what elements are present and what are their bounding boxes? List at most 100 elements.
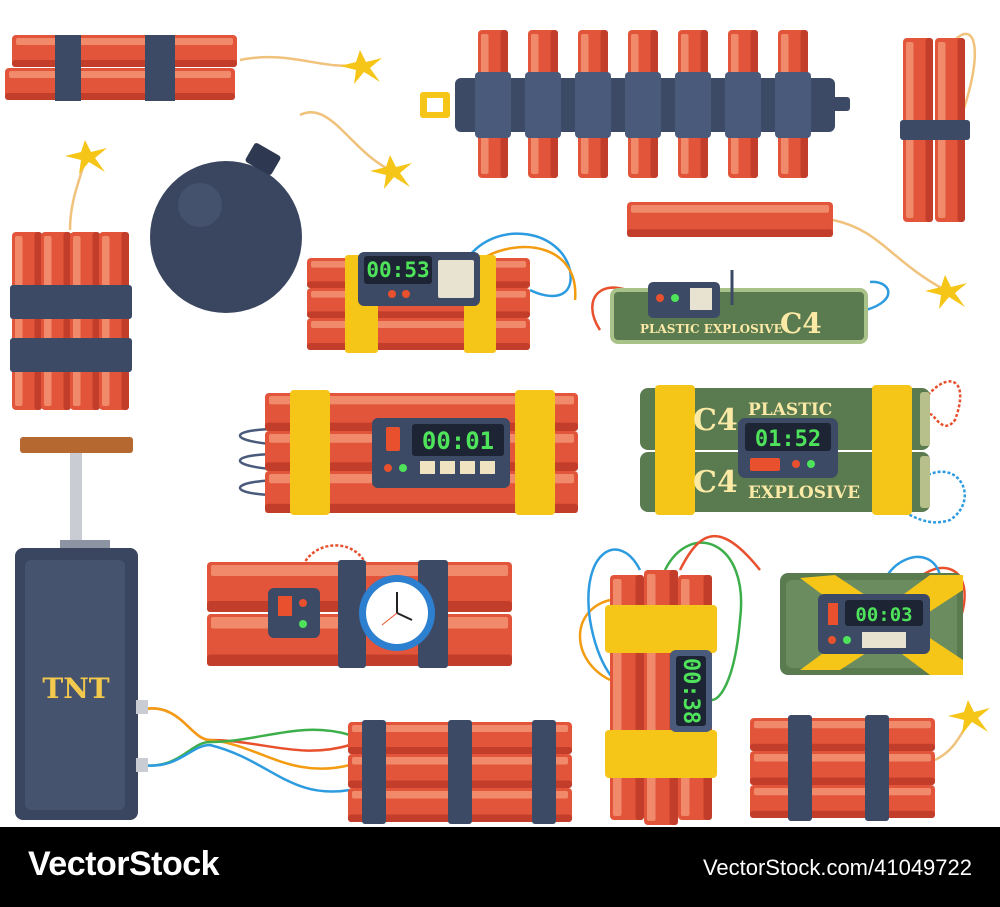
stick-shadow (750, 810, 935, 818)
stick-highlight (754, 788, 931, 796)
tape (605, 730, 717, 778)
illustration-canvas: 00:53 PLASTIC EXPLOSIVE C4 00:01 C4 PLAS… (5, 30, 990, 825)
spark-icon (65, 140, 107, 174)
indicator-light (399, 464, 407, 472)
belt-loop (625, 72, 661, 138)
indicator-light (299, 620, 307, 628)
spark-icon (948, 700, 990, 734)
timer-display: 00:53 (366, 258, 429, 282)
terminal (136, 758, 148, 772)
lcd-screen (676, 656, 706, 726)
wire-blue (139, 743, 351, 793)
stick-shadow (92, 232, 100, 410)
spark-icon (370, 155, 412, 189)
button (440, 461, 455, 474)
lcd-screen (364, 256, 432, 284)
belt-loop (475, 72, 511, 138)
band (145, 35, 175, 101)
stick-highlight (9, 71, 231, 79)
coil-wire-red (926, 380, 962, 427)
fuse (954, 32, 977, 121)
stick-shadow (34, 232, 42, 410)
band (10, 285, 132, 319)
keypad (862, 632, 906, 648)
c4-block (640, 452, 930, 512)
stick-shadow (5, 92, 235, 100)
stick-shadow (307, 311, 530, 318)
plunger-handle (20, 437, 133, 453)
wire-blue (865, 280, 890, 312)
band (865, 715, 889, 821)
buckle-hole (427, 98, 443, 112)
tape (605, 605, 717, 653)
indicator-light (299, 599, 307, 607)
stick-highlight (631, 205, 829, 213)
indicator-light (828, 636, 836, 644)
c4-end (920, 456, 930, 508)
c4-label: C4 (693, 465, 738, 500)
tape (872, 385, 912, 515)
switch-device (268, 588, 320, 638)
wire-blue (469, 232, 572, 298)
stick-highlight (754, 754, 931, 762)
belt-loop (775, 72, 811, 138)
tape (515, 390, 555, 515)
c4-text: PLASTIC EXPLOSIVE (640, 322, 783, 336)
lcd-screen (845, 600, 923, 626)
stick-shadow (63, 232, 71, 410)
tape (290, 390, 330, 515)
c4-text: EXPLOSIVE (748, 483, 860, 503)
button (480, 461, 495, 474)
spark-icon (340, 50, 382, 84)
stick-shadow (750, 777, 935, 785)
clock-second-hand (381, 612, 398, 626)
timer-display: 00:38 (678, 658, 703, 724)
c4-label: C4 (693, 403, 738, 438)
switch (750, 458, 780, 471)
band (788, 715, 812, 821)
wire-orange (479, 245, 577, 301)
switch (278, 596, 292, 616)
stick-highlight (754, 721, 931, 729)
stick-highlight (16, 38, 233, 46)
belt-loop (525, 72, 561, 138)
fuse (299, 111, 391, 172)
belt-loop (575, 72, 611, 138)
watermark-id: VectorStock.com/41049722 (702, 855, 972, 880)
stick-shadow (265, 503, 578, 513)
stick-highlight (269, 396, 574, 405)
stick-shadow (627, 229, 833, 237)
band (10, 338, 132, 372)
c4-end (920, 392, 930, 446)
stick-highlight (102, 236, 110, 406)
stick-highlight (15, 236, 23, 406)
indicator-light (792, 460, 800, 468)
detonator-label: TNT (42, 672, 109, 705)
clock-hand (396, 612, 413, 621)
belt-loop (725, 72, 761, 138)
band (532, 720, 556, 824)
fuse (832, 218, 946, 292)
c4-text: PLASTIC (748, 400, 832, 420)
bomb (150, 161, 302, 313)
belt-tip (830, 97, 850, 111)
terminal (136, 700, 148, 714)
timer-display: 00:03 (855, 604, 912, 626)
indicator-light (384, 464, 392, 472)
lcd-screen (745, 423, 831, 451)
indicator-light (807, 460, 815, 468)
timer-display: 00:01 (422, 427, 494, 455)
button (420, 461, 435, 474)
coil-wire-blue (879, 470, 966, 524)
stick-highlight (44, 236, 52, 406)
stick-shadow (750, 743, 935, 751)
stick-shadow (12, 59, 237, 67)
keypad (690, 288, 712, 310)
wire-orange (139, 707, 351, 770)
band (900, 120, 970, 140)
indicator-light (843, 636, 851, 644)
plunger-rod (70, 453, 82, 545)
devices: 00:53 PLASTIC EXPLOSIVE C4 00:01 C4 PLAS… (15, 50, 990, 820)
stick-shadow (307, 342, 530, 350)
stick-highlight (73, 236, 81, 406)
